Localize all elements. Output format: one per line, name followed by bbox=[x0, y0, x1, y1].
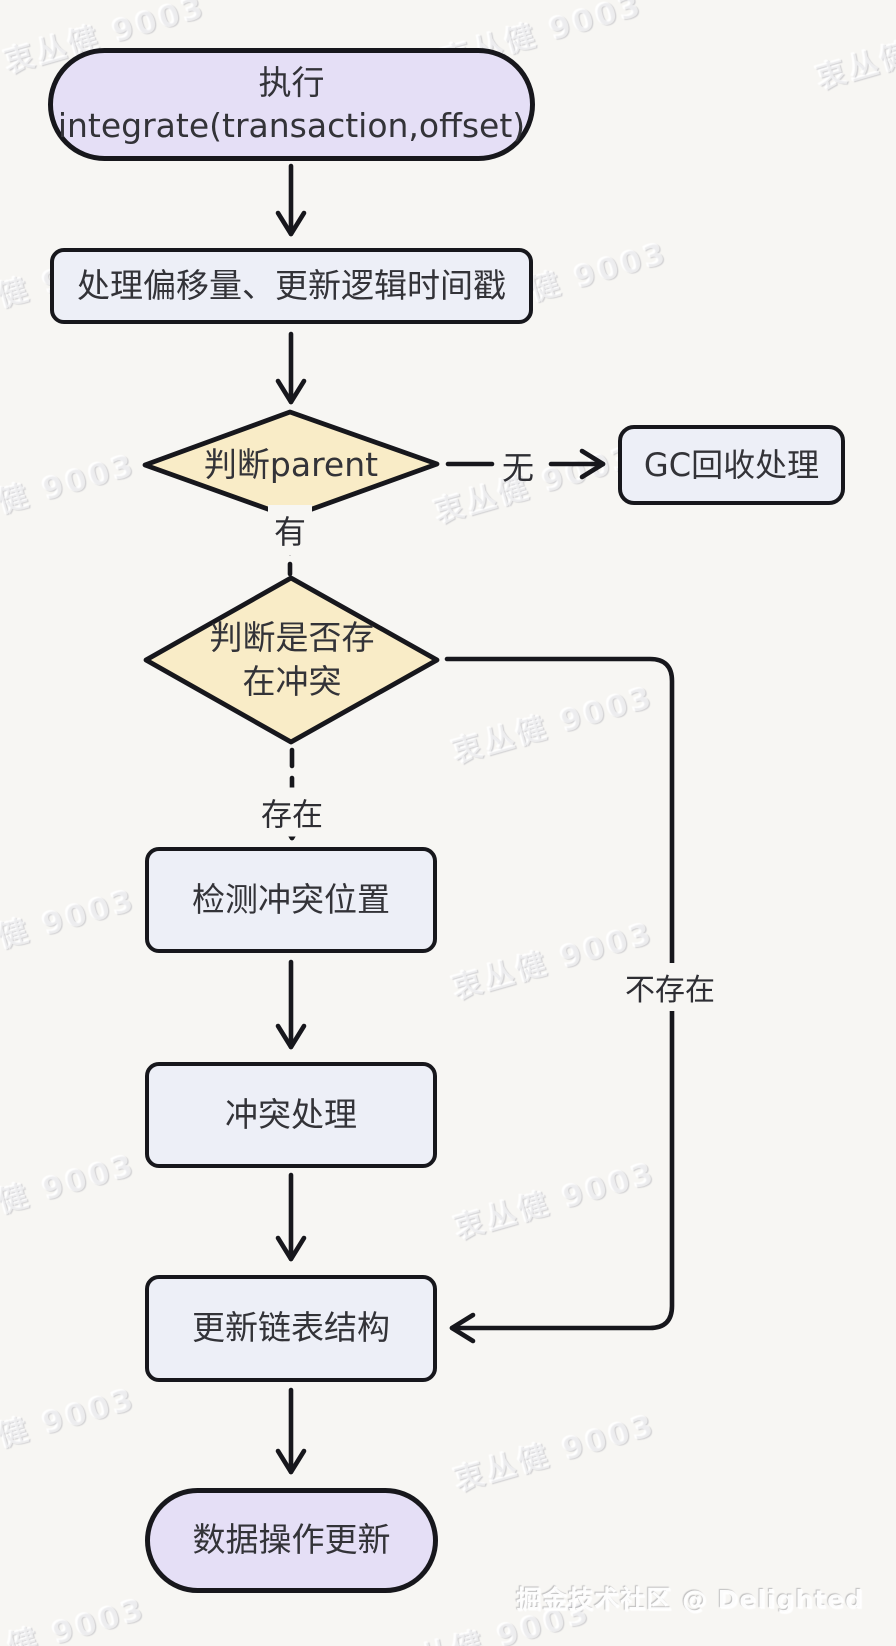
start-label-line2: integrate(transaction,offset) bbox=[57, 105, 526, 145]
node-process-conflict-handle: 冲突处理 bbox=[145, 1062, 437, 1168]
node-decision-judge-conflict: 判断是否存 在冲突 bbox=[142, 574, 442, 746]
judge-conflict-label: 判断是否存 在冲突 bbox=[142, 574, 442, 746]
judge-conflict-line2: 在冲突 bbox=[242, 662, 342, 701]
node-process-gc-recycle: GC回收处理 bbox=[618, 425, 845, 505]
footer-credit: 掘金技术社区 @ Delighted bbox=[516, 1585, 864, 1614]
edge-label-not-exists: 不存在 bbox=[619, 963, 721, 1011]
process-offsets-label: 处理偏移量、更新逻辑时间戳 bbox=[77, 265, 506, 305]
judge-parent-label: 判断parent bbox=[203, 444, 379, 484]
start-label-line1: 执行 bbox=[258, 63, 325, 103]
edge-label-yes: 有 bbox=[267, 505, 313, 555]
node-process-update-linked-list: 更新链表结构 bbox=[145, 1275, 437, 1382]
detect-conflict-label: 检测冲突位置 bbox=[192, 879, 390, 919]
decision-diamond-shape bbox=[143, 575, 440, 745]
node-process-offsets: 处理偏移量、更新逻辑时间戳 bbox=[50, 248, 533, 324]
conflict-handle-label: 冲突处理 bbox=[225, 1094, 357, 1134]
edge-label-no: 无 bbox=[501, 449, 535, 487]
node-end-terminator: 数据操作更新 bbox=[145, 1488, 438, 1593]
judge-conflict-line1: 判断是否存 bbox=[209, 618, 375, 658]
edge-label-exists: 存在 bbox=[255, 787, 329, 837]
node-start-terminator: 执行 integrate(transaction,offset) bbox=[48, 48, 535, 161]
end-label: 数据操作更新 bbox=[192, 1520, 391, 1560]
update-linked-list-label: 更新链表结构 bbox=[192, 1308, 390, 1348]
gc-recycle-label: GC回收处理 bbox=[643, 445, 820, 484]
node-process-detect-conflict: 检测冲突位置 bbox=[145, 847, 437, 953]
